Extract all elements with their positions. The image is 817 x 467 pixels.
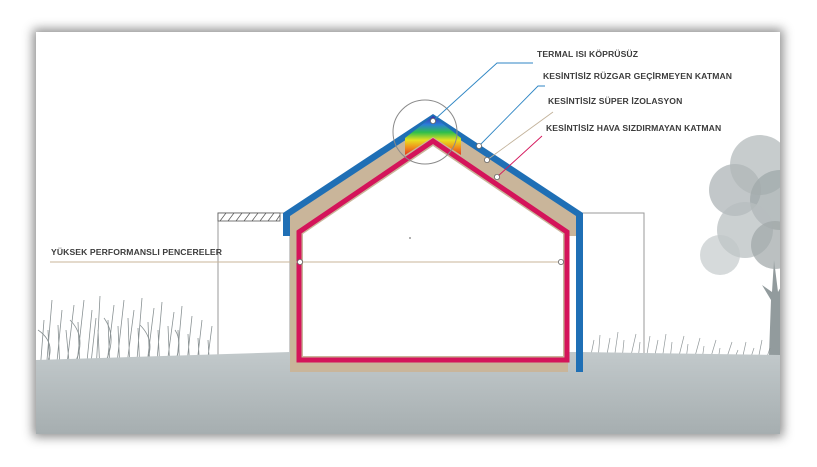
passive-house-section-diagram: TERMAL ISI KÖPRÜSÜZ KESİNTİSİZ RÜZGAR GE… (36, 49, 780, 434)
tree-illustration (700, 135, 780, 355)
ground (36, 352, 780, 434)
neighbor-building-left (217, 212, 291, 360)
airtight-layer (296, 137, 570, 363)
interior-space (303, 146, 563, 356)
label-continuous-airtight-layer: KESİNTİSİZ HAVA SIZDIRMAYAN KATMAN (546, 123, 721, 133)
grass-illustration-right (589, 331, 771, 361)
diagram-frame: TERMAL ISI KÖPRÜSÜZ KESİNTİSİZ RÜZGAR GE… (36, 32, 780, 434)
grass-illustration-left (37, 295, 213, 373)
apex-detail-circle (392, 99, 458, 165)
leader-lines (50, 62, 554, 263)
thermal-bridge-free-apex (405, 116, 461, 155)
label-continuous-super-insulation: KESİNTİSİZ SÜPER İZOLASYON (548, 96, 682, 106)
label-high-performance-windows: YÜKSEK PERFORMANSLI PENCERELER (51, 247, 223, 257)
label-thermal-bridge-free: TERMAL ISI KÖPRÜSÜZ (537, 49, 638, 59)
leader-points (296, 118, 565, 265)
label-continuous-windproof-layer: KESİNTİSİZ RÜZGAR GEÇİRMEYEN KATMAN (543, 71, 732, 81)
neighbor-building-right (579, 212, 645, 360)
